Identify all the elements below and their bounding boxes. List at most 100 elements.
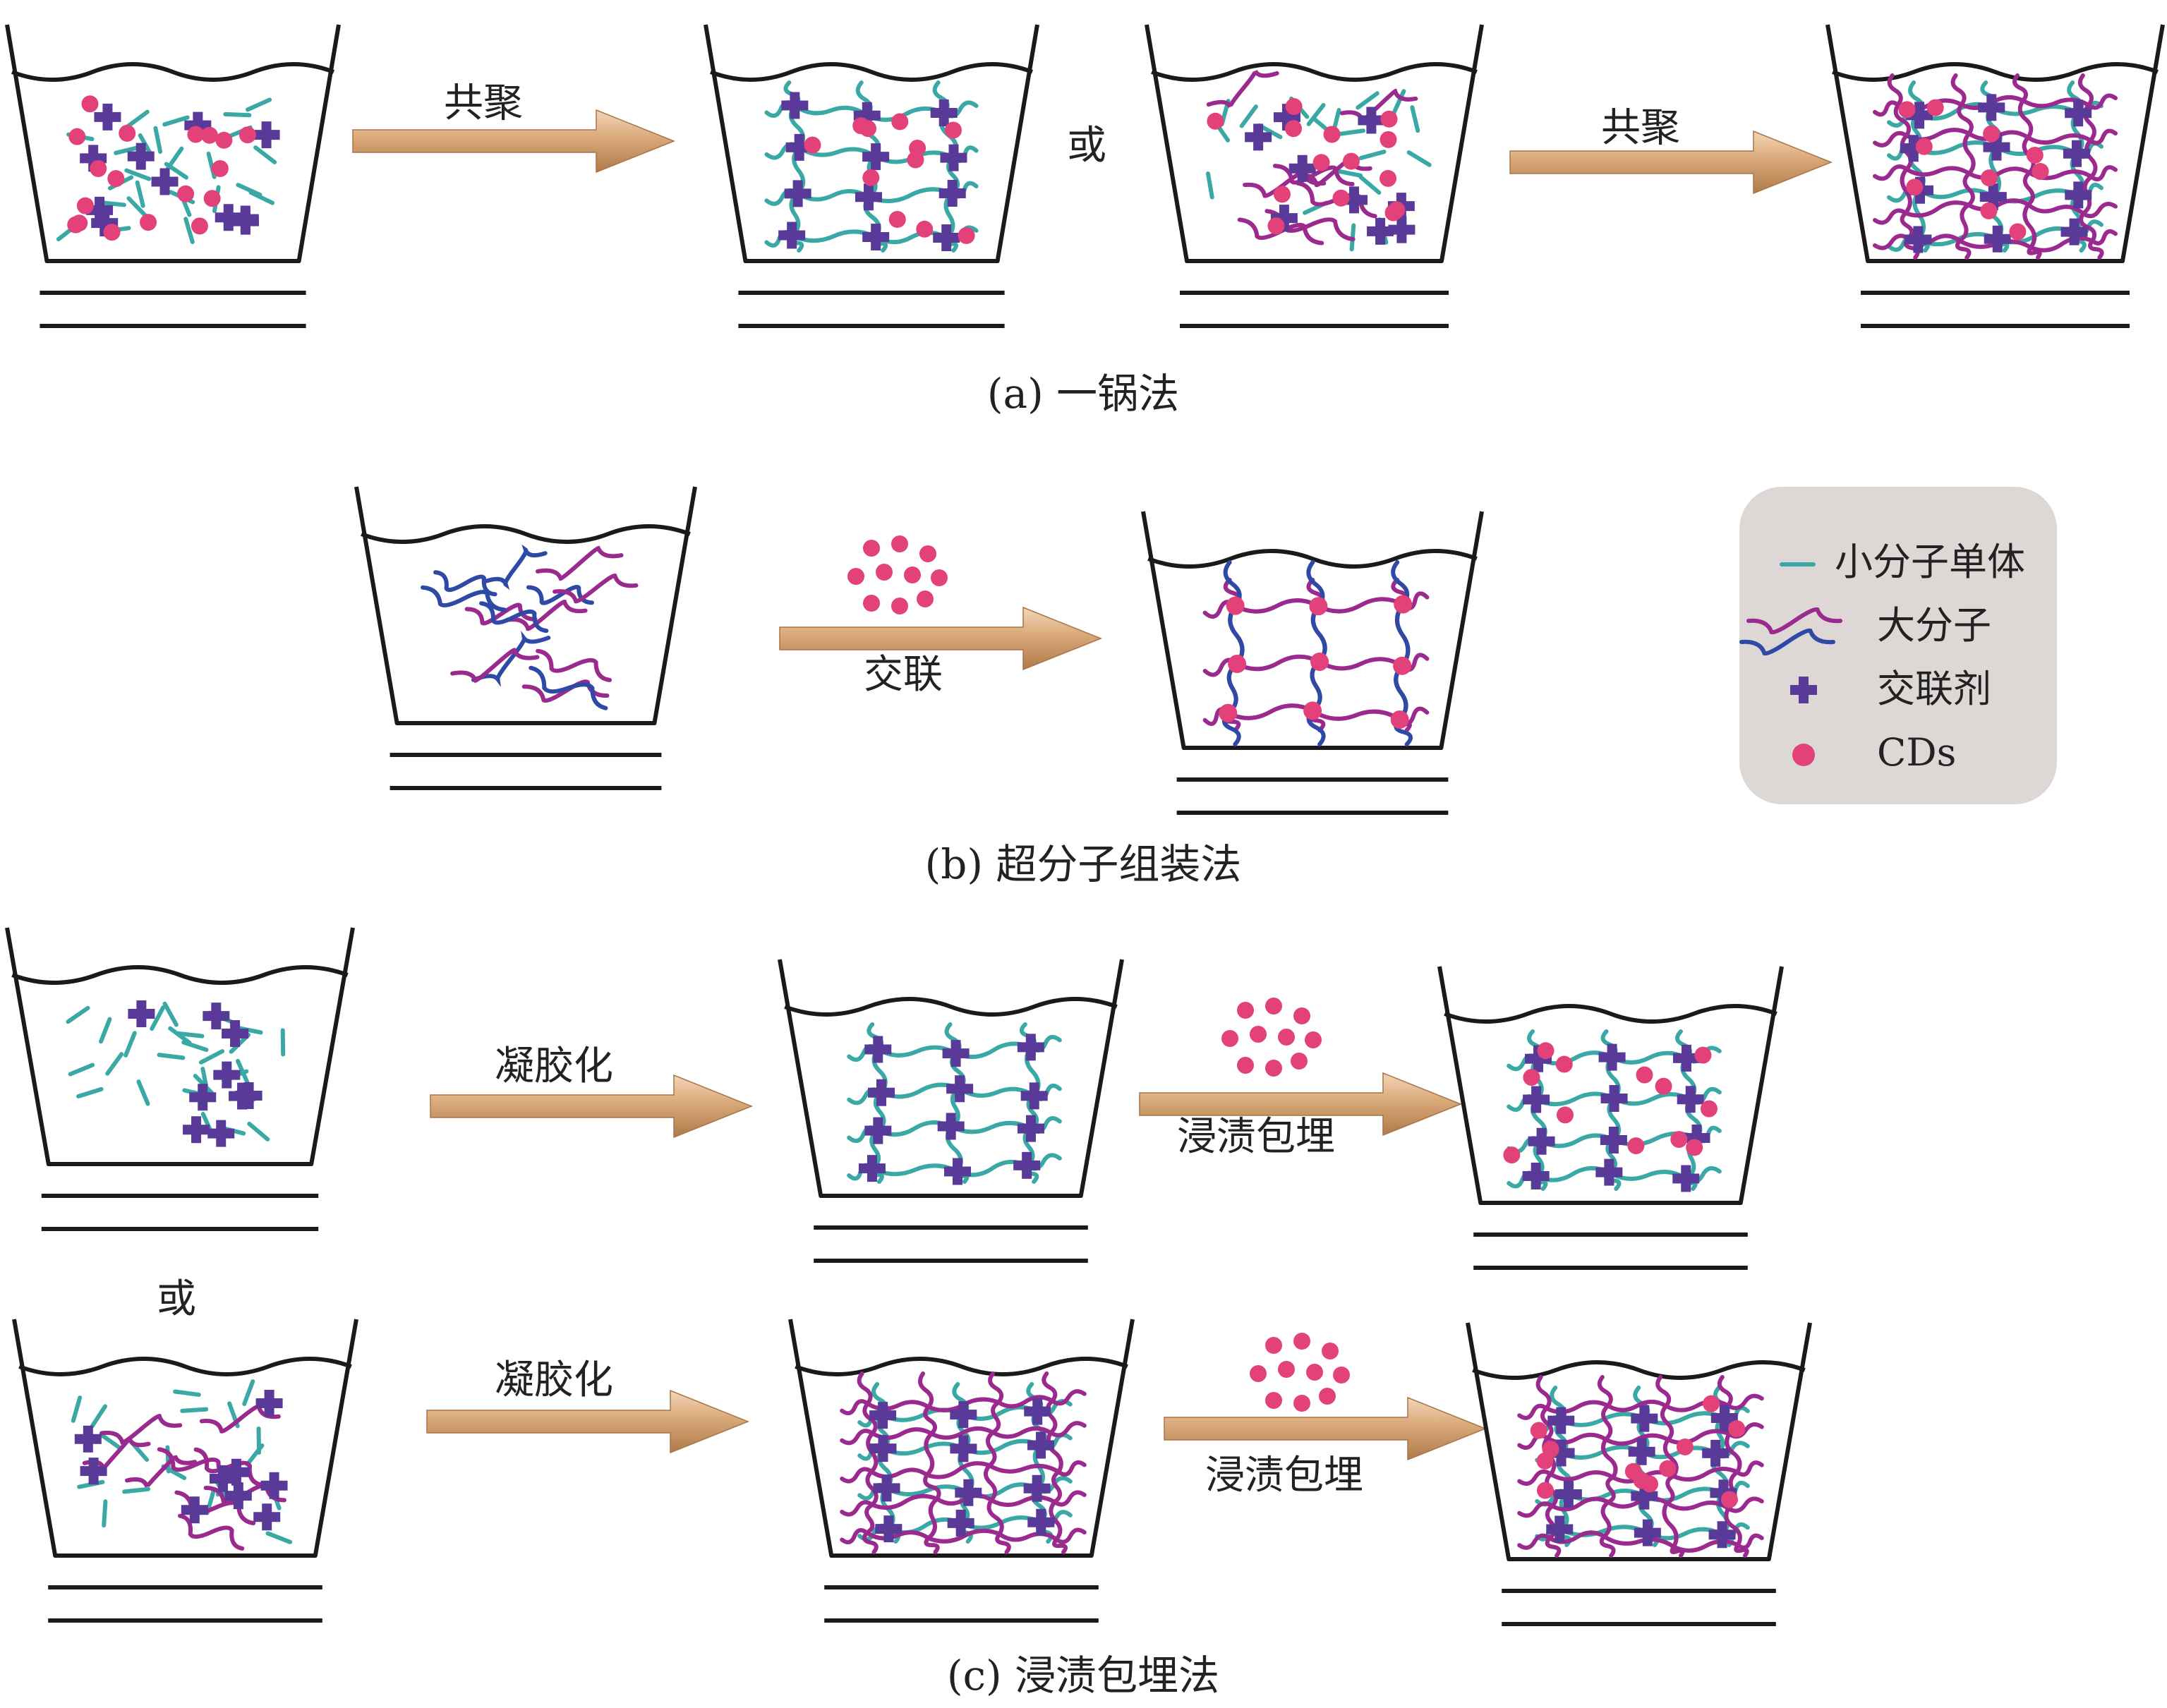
- cds-dot: [68, 128, 86, 145]
- beaker-outline: [788, 1319, 1135, 1558]
- crosslinker-mark: [1790, 677, 1817, 703]
- cds-dot: [862, 169, 880, 186]
- monomer-segment: [280, 1028, 286, 1057]
- crosslinker-mark: [868, 1079, 895, 1106]
- crosslinker-mark: [80, 1458, 107, 1485]
- row-a-one-pot: [5, 24, 2165, 328]
- network-chain: [996, 1395, 1055, 1409]
- crosslinker-mark: [1598, 1043, 1626, 1071]
- cds-dot: [187, 126, 205, 143]
- network-chain: [1517, 1533, 1552, 1550]
- macromolecule-chain: [82, 1436, 151, 1472]
- monomer-segment: [242, 1379, 255, 1406]
- arrow-label-c3: 凝胶化: [495, 1357, 613, 1403]
- cds-dot: [103, 224, 121, 241]
- cds-dot: [1530, 1422, 1547, 1439]
- cds-dot: [1536, 1452, 1554, 1470]
- crosslinker-mark: [151, 168, 179, 195]
- crosslinker-mark: [1013, 1151, 1041, 1179]
- crosslinker-mark: [189, 1084, 217, 1111]
- macromolecule-chain: [1746, 607, 1842, 635]
- macromolecule-chain: [483, 544, 548, 590]
- liquid-surface: [795, 1357, 1128, 1376]
- cds-dot: [1285, 98, 1303, 116]
- monomer-segment: [223, 111, 252, 118]
- monomer-segment: [123, 1031, 137, 1058]
- network-chain: [864, 1530, 931, 1541]
- cds-dot: [804, 136, 821, 154]
- cds-dot: [1792, 744, 1815, 766]
- network-chain: [2029, 236, 2095, 253]
- cds-dot: [239, 126, 256, 144]
- legend-background: [1739, 487, 2057, 804]
- monomer-segment: [236, 183, 262, 198]
- cds-dot: [1312, 154, 1330, 171]
- crosslinker-mark: [207, 1120, 235, 1147]
- cds-dot: [119, 124, 136, 142]
- network-chain: [869, 1467, 929, 1479]
- crosslinker-mark: [222, 1020, 249, 1048]
- monomer-segment: [126, 196, 148, 218]
- cds-dot: [1265, 1060, 1282, 1077]
- crosslinker-mark: [933, 224, 960, 251]
- cds-dot: [1237, 1057, 1254, 1074]
- cds-dot: [1303, 701, 1322, 720]
- network-chain: [1548, 1470, 1615, 1482]
- cds-dot: [107, 170, 125, 188]
- network-chain: [1966, 198, 2031, 212]
- monomer-segment: [1356, 91, 1380, 110]
- process-arrow: [430, 1074, 754, 1139]
- network-chain: [1056, 1460, 1087, 1477]
- crosslinker-mark: [1631, 1405, 1658, 1432]
- network-chain: [924, 1461, 992, 1479]
- crosslinker-mark: [1367, 217, 1394, 245]
- liquid-surface: [11, 62, 335, 82]
- cds-dot: [1655, 1077, 1672, 1095]
- network-chain: [1726, 1496, 1764, 1513]
- monomer-segment: [236, 1058, 250, 1085]
- cds-dot: [1537, 1042, 1555, 1060]
- network-chain: [1962, 171, 1975, 207]
- cds-dot: [916, 220, 934, 238]
- cds-dot: [2009, 223, 2027, 241]
- cds-dot: [1555, 1055, 1573, 1073]
- crosslinker-mark: [1600, 1085, 1628, 1113]
- beaker-outline: [1141, 511, 1484, 750]
- crosslinker-mark: [94, 103, 121, 131]
- network-chain: [995, 1532, 1011, 1554]
- network-chain: [924, 1536, 940, 1554]
- beaker-outline: [354, 486, 697, 725]
- cds-dot: [140, 214, 157, 231]
- crosslinker-mark: [1546, 1515, 1574, 1543]
- network-chain: [1394, 602, 1411, 668]
- cds-dot: [1267, 217, 1285, 235]
- monomer-segment: [183, 217, 195, 244]
- network-chain: [1735, 1533, 1764, 1550]
- cds-dot: [1393, 656, 1412, 675]
- network-chain: [2081, 202, 2118, 219]
- monomer-segment: [173, 1389, 201, 1397]
- crosslinker-mark: [855, 183, 882, 211]
- crosslinker-mark: [1388, 216, 1416, 243]
- liquid-surface: [784, 997, 1118, 1017]
- crosslinker-mark: [1525, 1045, 1552, 1072]
- row-c-impregnation: [5, 927, 1812, 1626]
- cds-dot: [1380, 169, 1397, 187]
- cds-dot: [1633, 1472, 1650, 1489]
- legend-symbols: [1739, 562, 1842, 766]
- network-chain: [1544, 1400, 1610, 1415]
- crosslinker-mark: [184, 111, 212, 139]
- beaker-outline: [1437, 966, 1784, 1205]
- monomer-segment: [1392, 89, 1406, 116]
- monomer-segment: [265, 1531, 293, 1544]
- cds-dot: [1226, 596, 1245, 615]
- monomer-segment: [1410, 105, 1420, 133]
- monomer-segment: [161, 1464, 187, 1480]
- crosslinker-mark: [1631, 1482, 1658, 1510]
- crosslinker-mark: [938, 180, 966, 207]
- cds-dot: [1503, 1146, 1521, 1164]
- macromolecule-chain: [505, 599, 588, 631]
- crosslinker-mark: [784, 180, 811, 207]
- arrow-label-a1: 共聚: [444, 80, 523, 126]
- monomer-segment: [135, 180, 145, 208]
